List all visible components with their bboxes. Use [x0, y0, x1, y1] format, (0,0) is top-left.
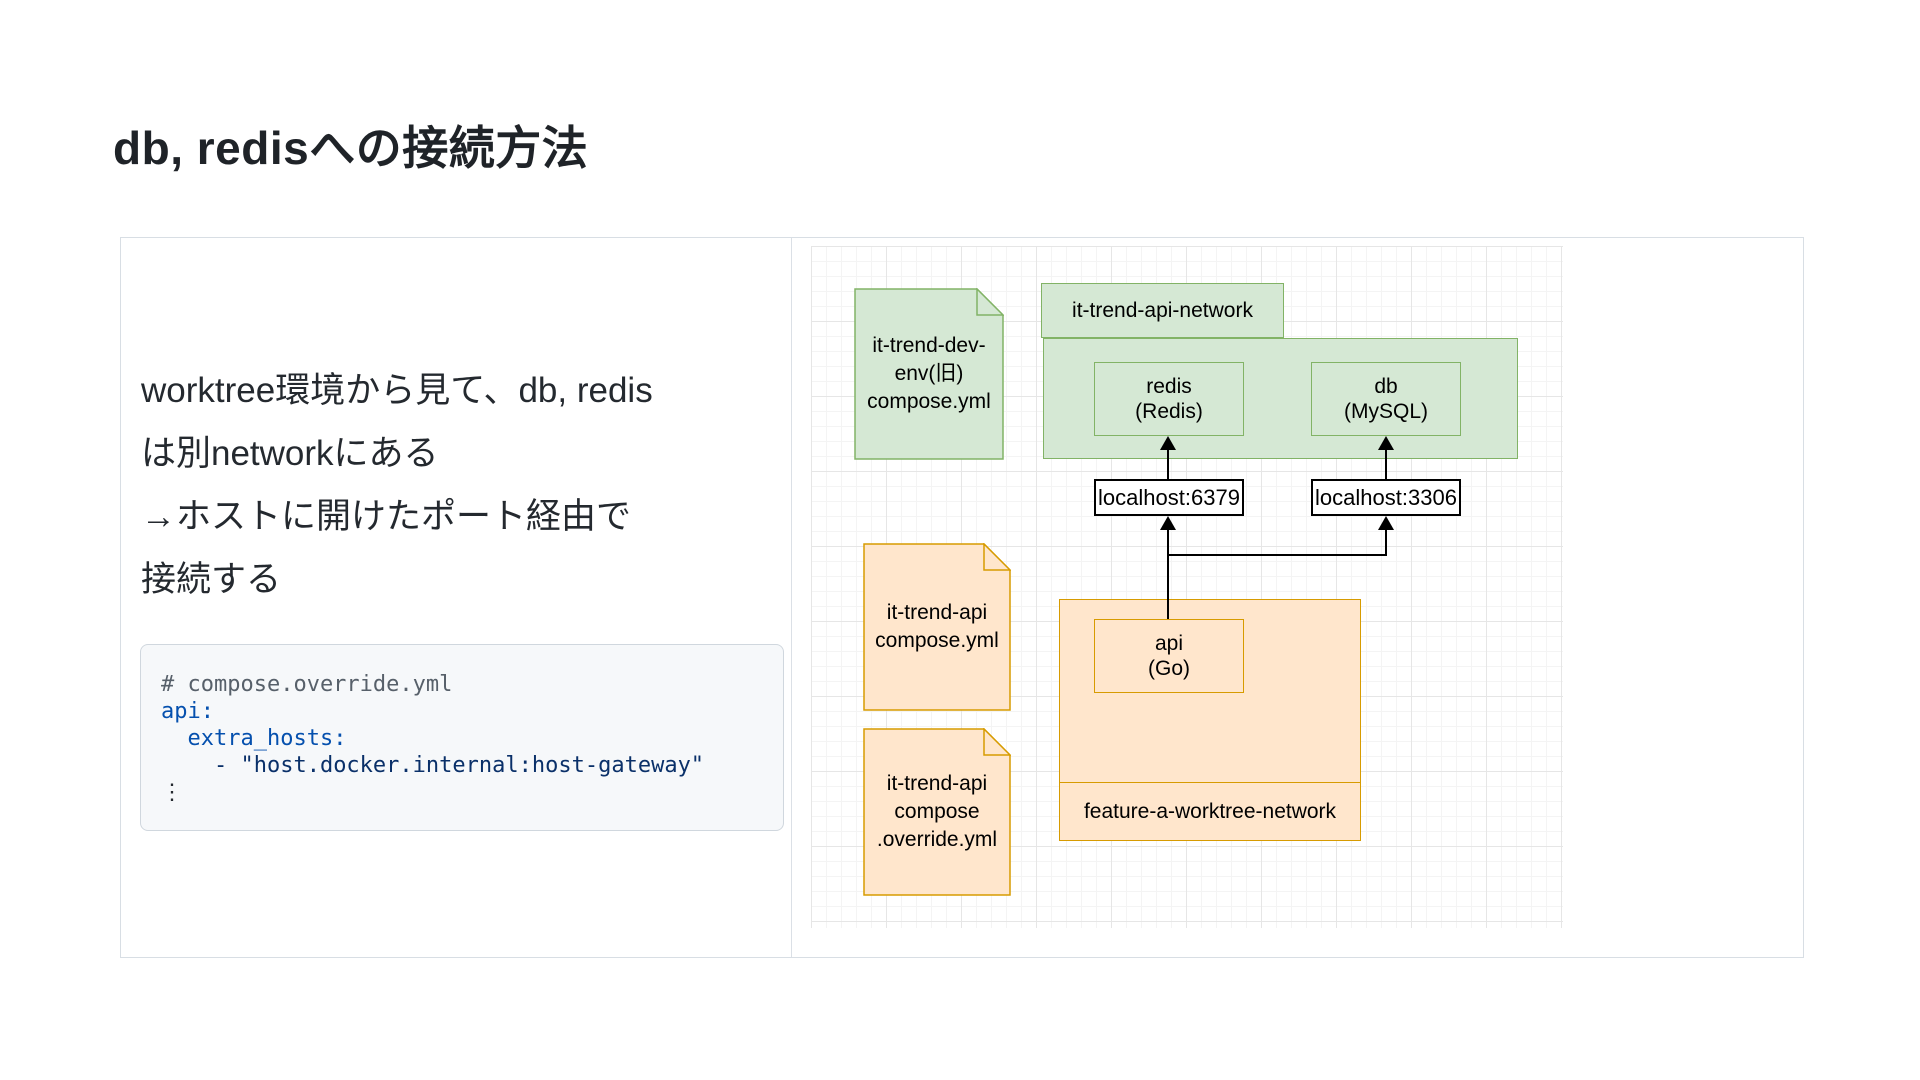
arrow-line-api-to-6379	[1167, 530, 1169, 619]
worktree-network-label: feature-a-worktree-network	[1083, 799, 1337, 823]
page-title: db, redisへの接続方法	[113, 122, 589, 174]
worktree-network-title-strip: feature-a-worktree-network	[1060, 782, 1360, 840]
arrow-line-3306-to-db	[1385, 450, 1387, 479]
column-divider	[791, 238, 792, 957]
description-text: worktree環境から見て、db, redis は別networkにある →ホ…	[141, 359, 781, 611]
code-line: # compose.override.yml	[161, 671, 763, 698]
api-network-title-box: it-trend-api-network	[1041, 283, 1284, 338]
code-line: extra_hosts:	[161, 725, 763, 752]
note-it-trend-api-compose: it-trend-api compose.yml	[863, 543, 1011, 711]
arrow-line-branch-to-3306	[1385, 530, 1387, 556]
code-key: api:	[161, 699, 214, 724]
description-line: worktree環境から見て、db, redis	[141, 371, 653, 410]
code-line: ⋮	[161, 779, 763, 806]
port-label-localhost-6379: localhost:6379	[1094, 479, 1244, 516]
port-label-localhost-3306: localhost:3306	[1311, 479, 1461, 516]
code-key: extra_hosts:	[187, 726, 347, 751]
arrow-line-6379-to-redis	[1167, 450, 1169, 479]
arrowhead-to-redis	[1160, 436, 1176, 450]
code-block: # compose.override.yml api: extra_hosts:…	[140, 644, 784, 831]
arrow-branch-horizontal	[1167, 554, 1387, 556]
arrowhead-to-db	[1378, 436, 1394, 450]
api-network-label: it-trend-api-network	[1072, 298, 1253, 322]
node-api: api (Go)	[1094, 619, 1244, 693]
node-db: db (MySQL)	[1311, 362, 1461, 436]
note-text: it-trend-api compose .override.yml	[876, 772, 998, 851]
note-it-trend-api-compose-override: it-trend-api compose .override.yml	[863, 728, 1011, 896]
note-text: it-trend-api compose.yml	[875, 601, 999, 652]
note-shape	[863, 728, 1011, 896]
description-line: →ホストに開けたポート経由で	[141, 497, 632, 536]
note-text: it-trend-dev- env(旧) compose.yml	[867, 334, 991, 413]
code-string: - "host.docker.internal:host-gateway"	[213, 753, 705, 778]
code-ellipsis: ⋮	[161, 780, 183, 805]
description-line: は別networkにある	[141, 434, 439, 473]
description-line: 接続する	[141, 560, 282, 599]
code-comment: # compose.override.yml	[161, 672, 453, 697]
node-redis: redis (Redis)	[1094, 362, 1244, 436]
arrowhead-to-6379	[1160, 516, 1176, 530]
note-shape	[854, 288, 1004, 460]
arrowhead-to-3306	[1378, 516, 1394, 530]
note-it-trend-dev-env: it-trend-dev- env(旧) compose.yml	[854, 288, 1004, 460]
code-line: api:	[161, 698, 763, 725]
content-panel: worktree環境から見て、db, redis は別networkにある →ホ…	[120, 237, 1804, 958]
code-line: - "host.docker.internal:host-gateway"	[161, 752, 763, 779]
note-shape	[863, 543, 1011, 711]
